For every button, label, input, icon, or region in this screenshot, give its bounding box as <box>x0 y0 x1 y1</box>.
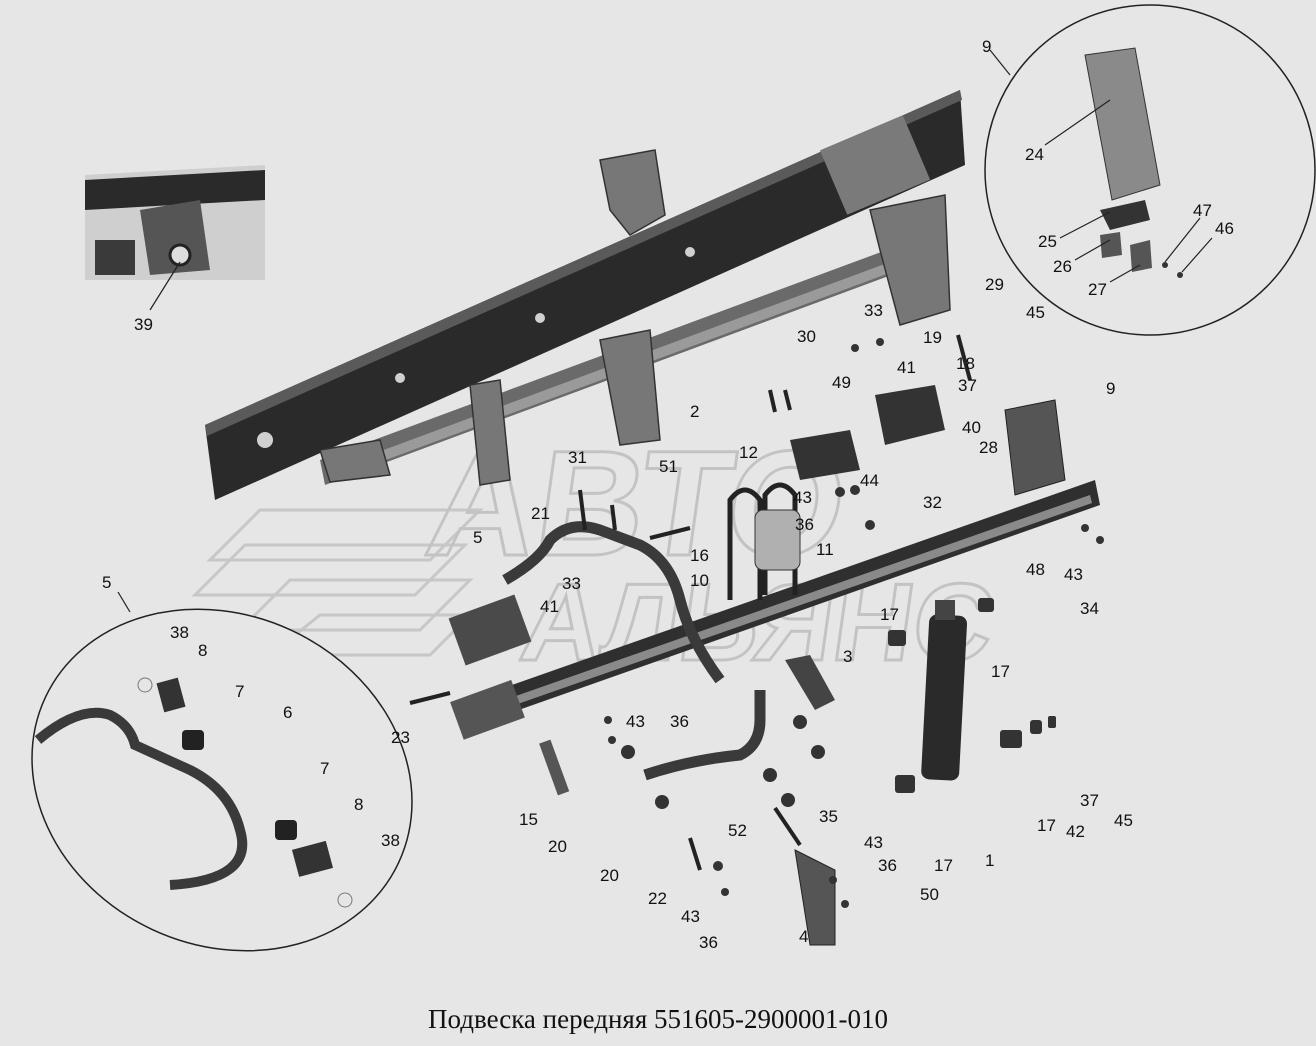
label-50: 50 <box>920 885 939 904</box>
frame-brackets <box>319 149 951 486</box>
leader-lines <box>117 49 1213 613</box>
label-45: 45 <box>1026 303 1045 322</box>
label-37b: 37 <box>1080 791 1099 810</box>
label-47: 47 <box>1193 201 1212 220</box>
bracket-12 <box>790 430 860 480</box>
label-17c: 17 <box>1037 816 1056 835</box>
label-41: 41 <box>897 358 916 377</box>
u-bolts <box>727 482 798 600</box>
label-20: 20 <box>548 837 567 856</box>
inset-circle-9 <box>984 4 1316 336</box>
label-35: 35 <box>819 807 838 826</box>
label-16: 16 <box>690 546 709 565</box>
label-43d: 43 <box>864 833 883 852</box>
stabilizer-bar-upper <box>502 521 725 684</box>
label-20b: 20 <box>600 866 619 885</box>
label-26: 26 <box>1053 257 1072 276</box>
label-46: 46 <box>1215 219 1234 238</box>
label-17b: 17 <box>991 662 1010 681</box>
label-49: 49 <box>832 373 851 392</box>
stabilizer-bar-lower <box>643 690 766 781</box>
bracket-3 <box>785 655 835 710</box>
label-29: 29 <box>985 275 1004 294</box>
label-36d: 36 <box>699 933 718 952</box>
label-43b: 43 <box>1064 565 1083 584</box>
shock-absorber <box>921 600 968 781</box>
label-28: 28 <box>979 438 998 457</box>
label-38b: 38 <box>381 831 400 850</box>
part-labels: 9 24 47 46 25 26 27 39 29 45 33 19 30 18… <box>102 37 1234 952</box>
label-17: 17 <box>880 605 899 624</box>
label-9: 9 <box>1106 379 1115 398</box>
label-40: 40 <box>962 418 981 437</box>
label-43c: 43 <box>626 712 645 731</box>
label-32: 32 <box>923 493 942 512</box>
spacer-pad <box>754 509 801 571</box>
frame-rail <box>205 90 965 500</box>
inset-ellipse-5 <box>31 608 413 952</box>
label-18: 18 <box>956 354 975 373</box>
label-52: 52 <box>728 821 747 840</box>
spring-bracket-9 <box>1004 399 1066 496</box>
label-8b: 8 <box>354 795 363 814</box>
label-9-inset: 9 <box>982 37 991 56</box>
label-8: 8 <box>198 641 207 660</box>
label-34: 34 <box>1080 599 1099 618</box>
label-2: 2 <box>690 402 699 421</box>
label-38: 38 <box>170 623 189 642</box>
label-5-inset: 5 <box>102 573 111 592</box>
hardware-parts <box>604 338 1104 908</box>
pin-15 <box>539 739 570 796</box>
label-6: 6 <box>283 703 292 722</box>
label-36c: 36 <box>878 856 897 875</box>
label-7: 7 <box>235 682 244 701</box>
label-36b: 36 <box>670 712 689 731</box>
label-1: 1 <box>985 851 994 870</box>
label-21: 21 <box>531 504 550 523</box>
label-51: 51 <box>659 457 678 476</box>
label-7b: 7 <box>320 759 329 778</box>
label-42: 42 <box>1066 822 1085 841</box>
label-24: 24 <box>1025 145 1044 164</box>
label-33: 33 <box>864 301 883 320</box>
label-48: 48 <box>1026 560 1045 579</box>
label-3: 3 <box>843 647 852 666</box>
label-43e: 43 <box>681 907 700 926</box>
bolts <box>409 334 972 871</box>
label-39: 39 <box>134 315 153 334</box>
label-11: 11 <box>816 540 834 559</box>
label-45b: 45 <box>1114 811 1133 830</box>
label-19: 19 <box>923 328 942 347</box>
label-22: 22 <box>648 889 667 908</box>
label-5: 5 <box>473 528 482 547</box>
label-43: 43 <box>793 488 812 507</box>
label-15: 15 <box>519 810 538 829</box>
label-41b: 41 <box>540 597 559 616</box>
label-4: 4 <box>799 927 808 946</box>
label-23: 23 <box>391 728 410 747</box>
label-37: 37 <box>958 376 977 395</box>
label-17d: 17 <box>934 856 953 875</box>
label-25: 25 <box>1038 232 1057 251</box>
label-12: 12 <box>739 443 758 462</box>
diagram-caption: Подвеска передняя 551605-2900001-010 <box>428 1004 888 1034</box>
leaf-spring-lower <box>448 480 1100 740</box>
label-30: 30 <box>797 327 816 346</box>
link-4 <box>794 849 836 946</box>
label-27: 27 <box>1088 280 1107 299</box>
inset-bracket-39 <box>85 165 265 280</box>
label-31: 31 <box>568 448 587 467</box>
label-10: 10 <box>690 571 709 590</box>
label-33b: 33 <box>562 574 581 593</box>
label-36: 36 <box>795 515 814 534</box>
label-44: 44 <box>860 471 879 490</box>
bracket-49 <box>875 385 945 445</box>
